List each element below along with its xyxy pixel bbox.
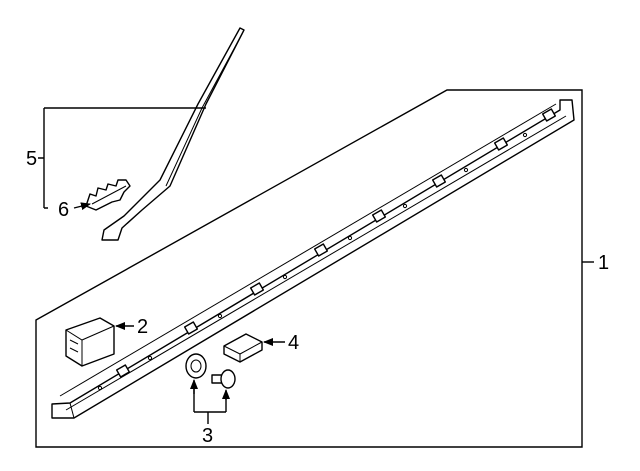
bracket-clip[interactable] xyxy=(65,317,115,367)
push-pin-a xyxy=(185,353,207,379)
weatherstrip-seal[interactable] xyxy=(101,27,245,241)
leader-5 xyxy=(38,107,206,209)
callout-6: 6 xyxy=(58,199,69,221)
leader-6 xyxy=(73,202,91,211)
rail-tabs xyxy=(115,108,557,378)
push-pin-b xyxy=(211,369,236,389)
assembly-frame xyxy=(35,89,583,448)
leader-3 xyxy=(193,382,227,424)
callout-3: 3 xyxy=(202,425,213,447)
push-pin-fasteners[interactable] xyxy=(185,353,236,389)
rail-holes xyxy=(97,132,528,391)
callout-4: 4 xyxy=(288,332,299,354)
retainer-clip-strip[interactable] xyxy=(85,179,131,211)
callout-5: 5 xyxy=(26,148,37,170)
rocker-reinforcement-rail[interactable] xyxy=(51,99,575,419)
callout-1: 1 xyxy=(598,252,609,274)
callout-2: 2 xyxy=(137,316,148,338)
spring-nut-clip[interactable] xyxy=(223,333,263,363)
